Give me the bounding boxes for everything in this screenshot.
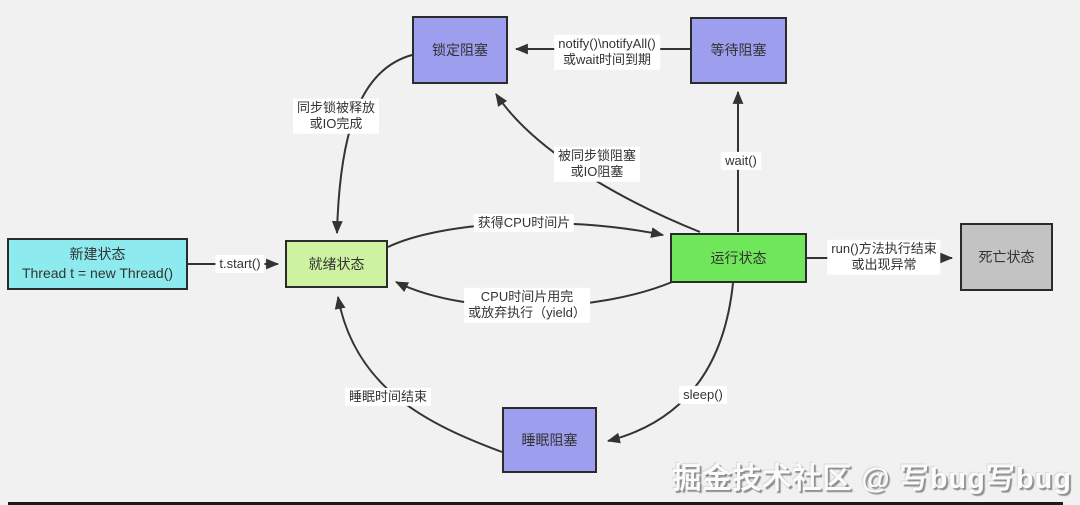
node-ready-state-label: 就绪状态 — [308, 255, 365, 272]
edge-label-sleep: sleep() — [679, 385, 727, 405]
edge-label-notify-line1: notify()\notifyAll() — [558, 35, 656, 51]
edge-label-sync-blocked: 被同步锁阻塞 或IO阻塞 — [553, 146, 641, 182]
node-dead-state: 死亡状态 — [960, 223, 1053, 291]
node-running-state: 运行状态 — [670, 233, 807, 283]
node-sleep-blocked-label: 睡眠阻塞 — [521, 431, 578, 448]
edge-sync-released — [331, 54, 413, 235]
edge-label-sync-blocked-line2: 或IO阻塞 — [570, 164, 624, 179]
edge-label-sync-released: 同步锁被释放 或IO完成 — [292, 98, 380, 134]
edge-label-get-cpu: 获得CPU时间片 — [473, 213, 575, 233]
edge-label-cpu-used-line2: 或放弃执行（yield） — [468, 305, 586, 320]
bottom-divider — [8, 502, 1063, 505]
edge-label-sync-released-line1: 同步锁被释放 — [296, 99, 376, 115]
edge-label-run-end-line1: run()方法执行结束 — [831, 240, 937, 256]
edge-label-cpu-used: CPU时间片用完 或放弃执行（yield） — [464, 287, 590, 323]
node-wait-blocked-label: 等待阻塞 — [710, 42, 767, 59]
edge-sleep — [606, 282, 734, 444]
edge-label-run-end-line2: 或出现异常 — [851, 257, 917, 272]
edge-label-cpu-used-line1: CPU时间片用完 — [480, 288, 574, 304]
watermark-text: 掘金技术社区 @ 写bug写bug — [672, 463, 1072, 495]
edge-label-run-end: run()方法执行结束 或出现异常 — [827, 239, 941, 275]
node-sleep-blocked: 睡眠阻塞 — [502, 407, 597, 473]
node-running-state-label: 运行状态 — [710, 249, 767, 266]
edge-label-t-start: t.start() — [215, 254, 265, 274]
edge-label-notify: notify()\notifyAll() 或wait时间到期 — [554, 34, 660, 70]
node-wait-blocked: 等待阻塞 — [690, 17, 787, 84]
node-lock-blocked-label: 锁定阻塞 — [432, 41, 488, 58]
edge-label-sleep-end: 睡眠时间结束 — [344, 387, 432, 407]
node-ready-state: 就绪状态 — [285, 240, 388, 288]
node-new-state: 新建状态 Thread t = new Thread() — [7, 238, 188, 290]
node-new-state-title: 新建状态 — [69, 246, 126, 263]
node-dead-state-label: 死亡状态 — [978, 248, 1035, 265]
node-lock-blocked: 锁定阻塞 — [412, 16, 508, 84]
edge-label-wait: wait() — [721, 151, 761, 171]
edge-label-sync-released-line2: 或IO完成 — [309, 116, 363, 131]
edge-label-notify-line2: 或wait时间到期 — [562, 52, 652, 67]
edge-label-sync-blocked-line1: 被同步锁阻塞 — [557, 147, 637, 163]
node-new-state-subtitle: Thread t = new Thread() — [21, 265, 174, 281]
